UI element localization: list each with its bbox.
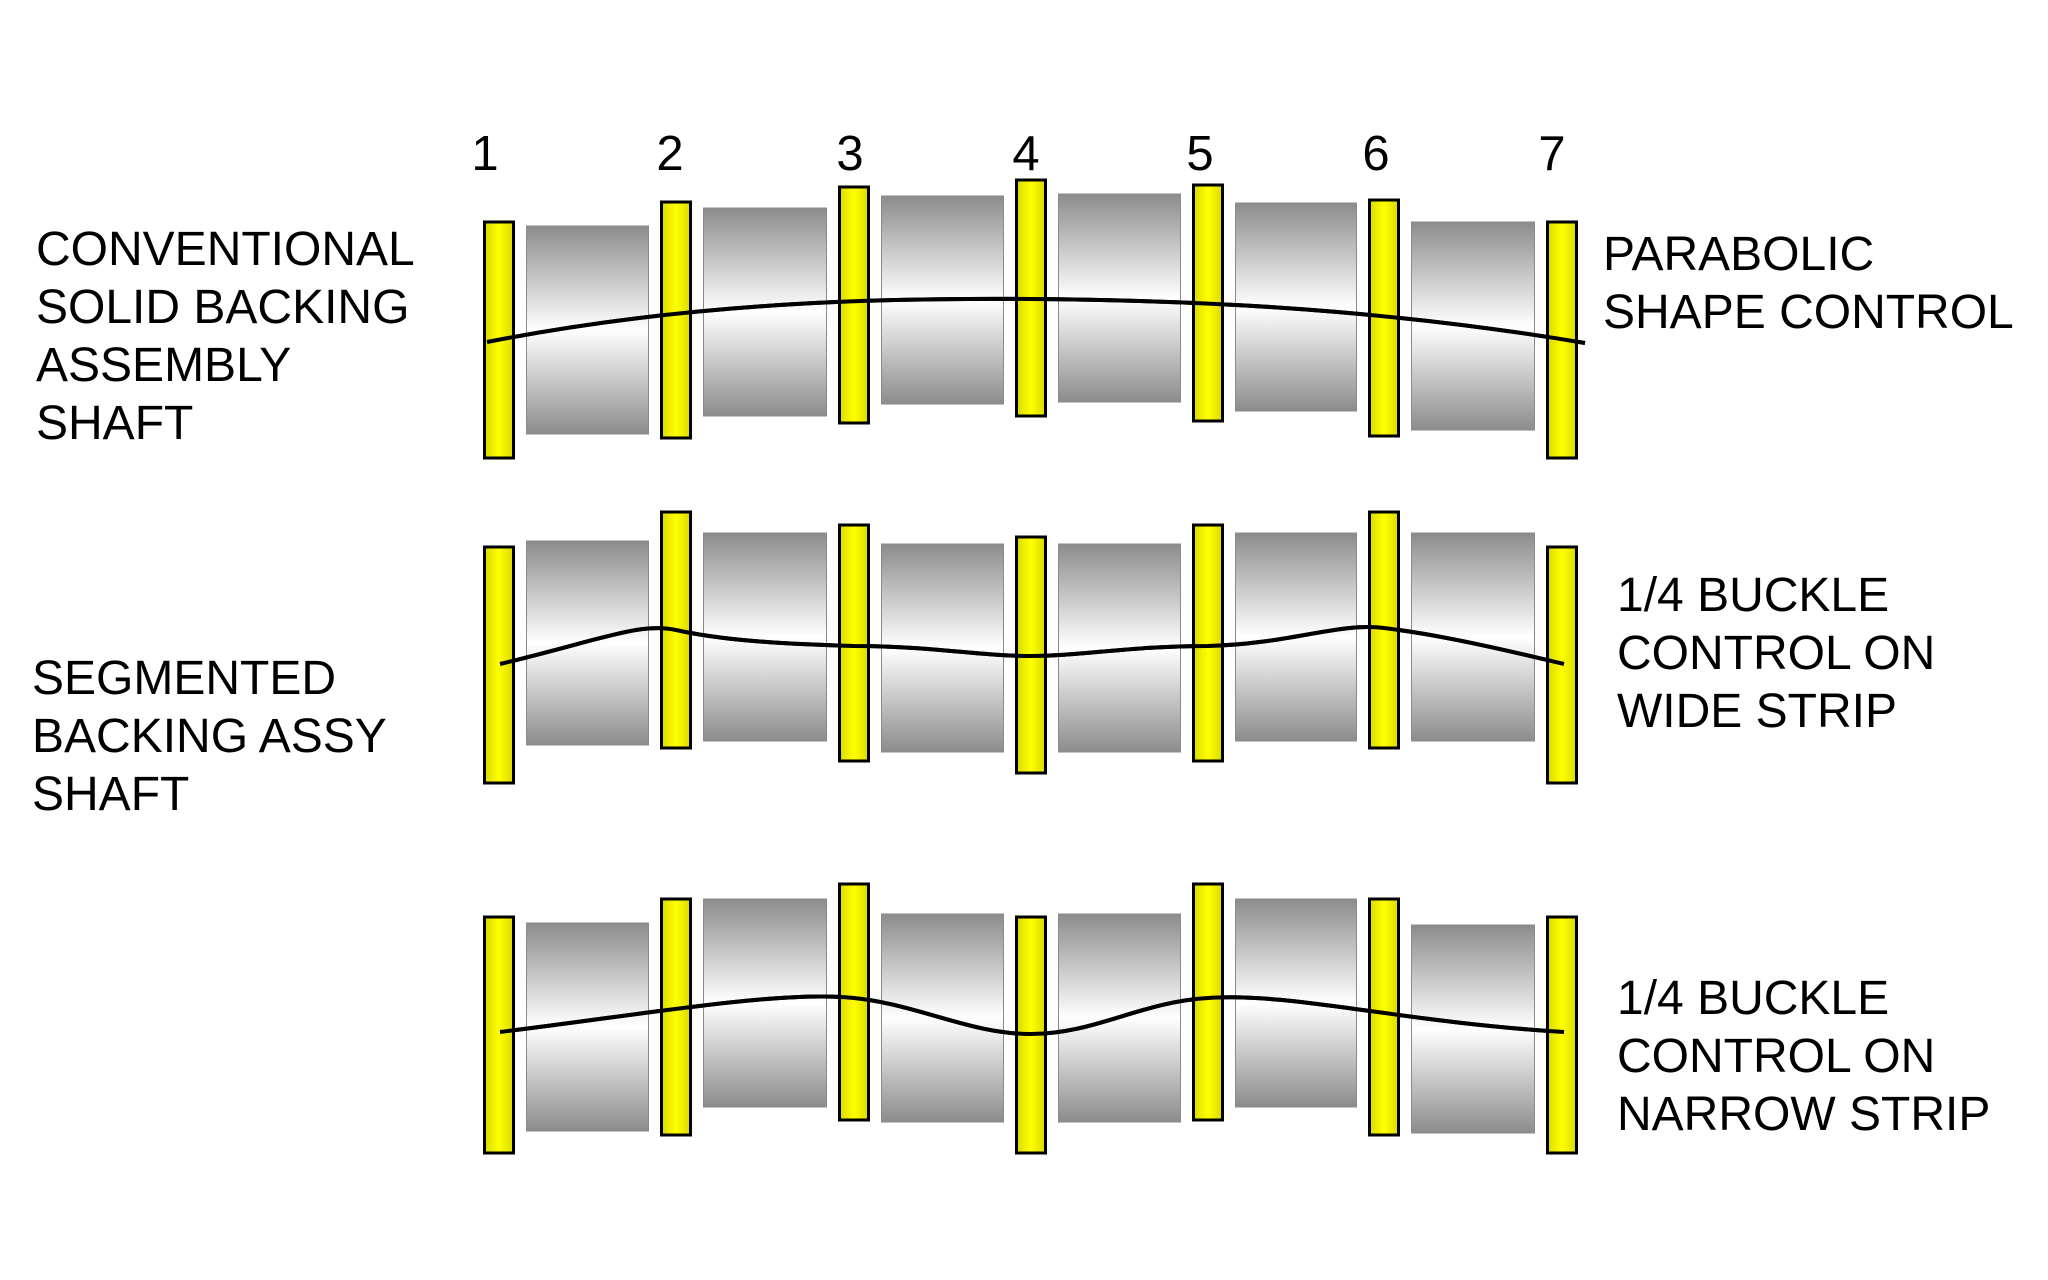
position-numbers: 1 2 3 4 5 6 7 <box>471 127 1565 181</box>
backing-disc-2 <box>660 200 692 440</box>
position-number-2: 2 <box>656 127 683 181</box>
left-label-conventional: CONVENTIONAL SOLID BACKING ASSEMBLY SHAF… <box>36 223 415 450</box>
backing-disc-3 <box>838 523 870 763</box>
right-label-line: SHAPE CONTROL <box>1603 286 2014 339</box>
position-number-5: 5 <box>1186 127 1213 181</box>
segmented-wide-shaft-row <box>483 510 1578 785</box>
left-label-segmented: SEGMENTED BACKING ASSY SHAFT <box>32 652 387 821</box>
position-number-1: 1 <box>471 127 498 181</box>
strip-shape-curve-overlay <box>486 296 1586 345</box>
right-label-line: CONTROL ON <box>1617 1030 1935 1083</box>
backing-roll <box>1411 532 1535 742</box>
right-label-line: 1/4 BUCKLE <box>1617 972 1889 1025</box>
backing-disc-5 <box>1192 882 1224 1122</box>
right-label-parabolic: PARABOLIC SHAPE CONTROL <box>1603 228 2014 339</box>
strip-shape-curve-overlay <box>499 625 1565 666</box>
backing-disc-3 <box>838 185 870 425</box>
left-label-line: SHAFT <box>32 768 189 821</box>
left-label-line: SHAFT <box>36 397 193 450</box>
left-label-line: CONVENTIONAL <box>36 223 415 276</box>
left-label-line: SOLID BACKING <box>36 281 409 334</box>
left-label-line: ASSEMBLY <box>36 339 291 392</box>
left-label-line: SEGMENTED <box>32 652 336 705</box>
backing-disc-5 <box>1192 523 1224 763</box>
conventional-shaft-row <box>483 178 1586 460</box>
right-label-line: PARABOLIC <box>1603 228 1874 281</box>
backing-roll <box>703 207 827 417</box>
position-number-3: 3 <box>836 127 863 181</box>
backing-disc-6 <box>1368 897 1400 1137</box>
right-label-wide-strip: 1/4 BUCKLE CONTROL ON WIDE STRIP <box>1617 569 1935 738</box>
position-number-4: 4 <box>1012 127 1039 181</box>
position-number-7: 7 <box>1538 127 1565 181</box>
strip-shape-curve-overlay <box>499 994 1565 1037</box>
right-label-line: WIDE STRIP <box>1617 685 1897 738</box>
backing-disc-1 <box>483 915 515 1155</box>
right-label-line: CONTROL ON <box>1617 627 1935 680</box>
backing-disc-1 <box>483 545 515 785</box>
right-label-line: NARROW STRIP <box>1617 1088 1990 1141</box>
backing-disc-2 <box>660 897 692 1137</box>
left-label-line: BACKING ASSY <box>32 710 387 763</box>
backing-disc-7 <box>1546 915 1578 1155</box>
right-label-narrow-strip: 1/4 BUCKLE CONTROL ON NARROW STRIP <box>1617 972 1990 1141</box>
segmented-narrow-shaft-row <box>483 882 1578 1155</box>
backing-disc-3 <box>838 882 870 1122</box>
position-number-6: 6 <box>1362 127 1389 181</box>
right-label-line: 1/4 BUCKLE <box>1617 569 1889 622</box>
